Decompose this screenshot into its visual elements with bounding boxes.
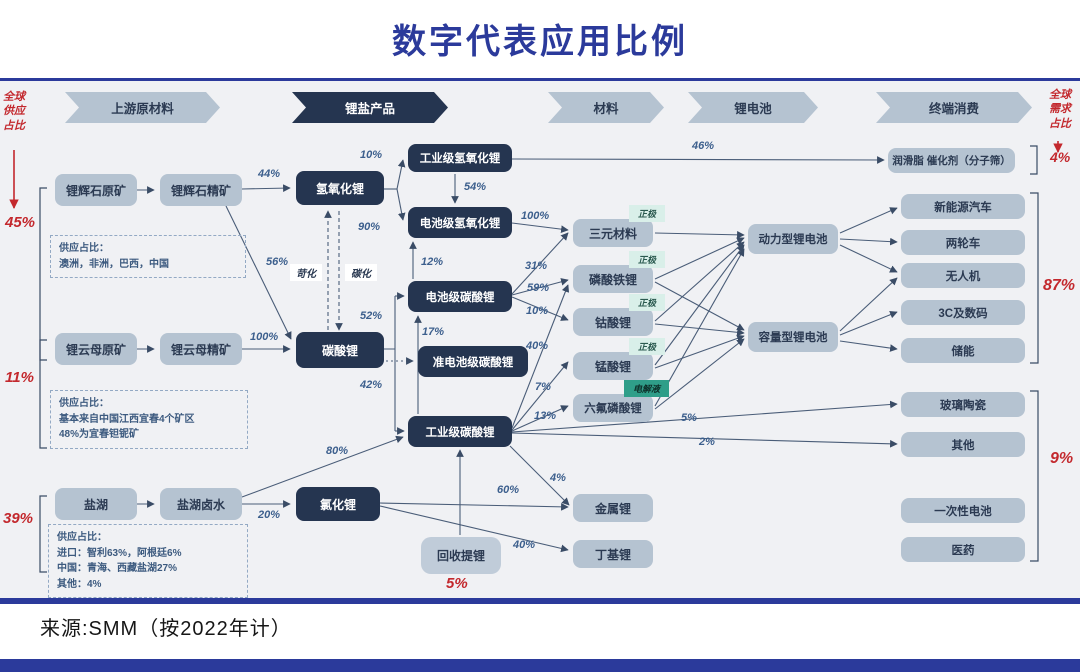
edge-label-licl-limetal: 60% bbox=[497, 484, 520, 496]
process-carbonization-label: 碳化 bbox=[345, 264, 377, 281]
edge-label-lioh-bat: 90% bbox=[358, 221, 381, 233]
edge-label-batlioh-ncm: 100% bbox=[521, 210, 550, 222]
node-lithium-carbonate: 碳酸锂 bbox=[296, 332, 384, 368]
note-brine-supply: 供应占比：进口：智利63%，阿根廷6%中国：青海、西藏盐湖27%其他：4% bbox=[48, 524, 248, 598]
edge-label-indli2co3-lmo: 7% bbox=[535, 381, 551, 393]
node-salt-lake: 盐湖 bbox=[55, 488, 137, 520]
node-lco: 钴酸锂 bbox=[573, 308, 653, 336]
bottom-rule bbox=[0, 598, 1080, 604]
node-recycled-lithium: 回收提锂 bbox=[421, 537, 501, 574]
edge-label-indli2co3-lfp: 40% bbox=[526, 340, 549, 352]
edge-label-spod-lioh: 44% bbox=[258, 168, 281, 180]
edge-label-indli2co3-glass: 5% bbox=[681, 412, 697, 424]
node-lepidolite-concentrate: 锂云母精矿 bbox=[160, 333, 242, 365]
demand-share-industrial: 4% bbox=[1050, 149, 1071, 165]
node-quasi-battery-lithium-carbonate: 准电池级碳酸锂 bbox=[418, 346, 528, 377]
node-lithium-metal: 金属锂 bbox=[573, 494, 653, 522]
edge-label-li2co3-ind: 42% bbox=[360, 379, 383, 391]
edge-label-licl-butyl: 40% bbox=[513, 539, 536, 551]
node-lmo: 锰酸锂 bbox=[573, 352, 653, 380]
process-causticization-label: 苛化 bbox=[290, 264, 322, 281]
node-lubricant-catalyst: 润滑脂 催化剂（分子筛） bbox=[888, 148, 1015, 173]
node-3c-digital: 3C及数码 bbox=[901, 300, 1025, 325]
global-supply-share-label: 全球供应占比 bbox=[3, 91, 25, 132]
tag-cathode-lco: 正极 bbox=[629, 294, 666, 311]
tag-cathode-lfp: 正极 bbox=[629, 251, 666, 268]
edge-label-indli2co3-batli2co3: 17% bbox=[422, 326, 445, 338]
node-pharma: 医药 bbox=[901, 537, 1025, 562]
supply-share-brine: 39% bbox=[3, 510, 34, 527]
edge-label-lep-li2co3: 100% bbox=[250, 331, 279, 343]
source-caption: 来源:SMM（按2022年计） bbox=[40, 618, 292, 640]
edge-label-li2co3-bat: 52% bbox=[360, 310, 383, 322]
stage-banner-batteries: 锂电池 bbox=[688, 92, 818, 123]
node-lithium-chloride: 氯化锂 bbox=[296, 487, 380, 521]
edge-label-batli2co3-ncm: 31% bbox=[525, 260, 548, 272]
node-butyllithium: 丁基锂 bbox=[573, 540, 653, 568]
node-new-energy-vehicle: 新能源汽车 bbox=[901, 194, 1025, 219]
note-spodumene-supply: 供应占比：澳洲，非洲，巴西，中国 bbox=[50, 235, 246, 278]
edge-label-lioh-ind: 10% bbox=[360, 149, 383, 161]
node-power-lithium-battery: 动力型锂电池 bbox=[748, 224, 838, 254]
stage-banner-materials: 材料 bbox=[548, 92, 664, 123]
node-primary-battery: 一次性电池 bbox=[901, 498, 1025, 523]
global-demand-share-label: 全球需求占比 bbox=[1049, 89, 1071, 130]
tag-electrolyte-lipf6: 电解液 bbox=[624, 380, 670, 397]
node-two-wheeler: 两轮车 bbox=[901, 230, 1025, 255]
supply-share-lepidolite: 11% bbox=[5, 369, 34, 386]
supply-share-recycle: 5% bbox=[446, 575, 468, 592]
demand-share-other: 9% bbox=[1050, 450, 1074, 467]
edge-label-spod-li2co3: 56% bbox=[266, 256, 289, 268]
node-battery-lithium-hydroxide: 电池级氢氧化锂 bbox=[408, 207, 512, 238]
node-lepidolite-ore: 锂云母原矿 bbox=[55, 333, 137, 365]
footer-bar bbox=[0, 659, 1080, 672]
node-glass-ceramics: 玻璃陶瓷 bbox=[901, 392, 1025, 417]
page-title: 数字代表应用比例 bbox=[392, 23, 688, 61]
node-ncm-material: 三元材料 bbox=[573, 219, 653, 247]
stage-banner-upstream: 上游原材料 bbox=[65, 92, 220, 123]
node-capacity-lithium-battery: 容量型锂电池 bbox=[748, 322, 838, 352]
node-spodumene-concentrate: 锂辉石精矿 bbox=[160, 174, 242, 206]
node-salt-lake-brine: 盐湖卤水 bbox=[160, 488, 242, 520]
edge-label-brine-licl: 20% bbox=[258, 509, 281, 521]
edge-label-batli2co3-lco: 10% bbox=[526, 305, 549, 317]
node-industrial-lithium-hydroxide: 工业级氢氧化锂 bbox=[408, 144, 512, 172]
node-battery-lithium-carbonate: 电池级碳酸锂 bbox=[408, 281, 512, 312]
edge-label-indli2co3-limetal: 4% bbox=[550, 472, 566, 484]
node-spodumene-ore: 锂辉石原矿 bbox=[55, 174, 137, 206]
stage-banner-lithium-salts: 锂盐产品 bbox=[292, 92, 448, 123]
node-lipf6: 六氟磷酸锂 bbox=[573, 394, 653, 422]
edge-label-indlioh-lubricant: 46% bbox=[692, 140, 715, 152]
edge-label-batli2co3-lfp: 59% bbox=[527, 282, 550, 294]
edge-label-indli2co3-other: 2% bbox=[699, 436, 715, 448]
node-industrial-lithium-carbonate: 工业级碳酸锂 bbox=[408, 416, 512, 447]
stage-banner-end-consumption: 终端消费 bbox=[876, 92, 1032, 123]
edge-label-indlioh-batlioh: 54% bbox=[464, 181, 487, 193]
node-drone: 无人机 bbox=[901, 263, 1025, 288]
node-energy-storage: 储能 bbox=[901, 338, 1025, 363]
edge-label-indli2co3-lipf6: 13% bbox=[534, 410, 557, 422]
edge-label-batli2co3-batlioh: 12% bbox=[421, 256, 444, 268]
top-rule bbox=[0, 78, 1080, 81]
node-lithium-hydroxide: 氢氧化锂 bbox=[296, 171, 384, 205]
edge-label-brine-indli2co3: 80% bbox=[326, 445, 349, 457]
tag-cathode-ncm: 正极 bbox=[629, 205, 666, 222]
node-lfp: 磷酸铁锂 bbox=[573, 265, 653, 293]
node-other: 其他 bbox=[901, 432, 1025, 457]
supply-share-spodumene: 45% bbox=[5, 214, 36, 231]
demand-share-battery: 87% bbox=[1043, 277, 1076, 294]
tag-cathode-lmo: 正极 bbox=[629, 338, 666, 355]
